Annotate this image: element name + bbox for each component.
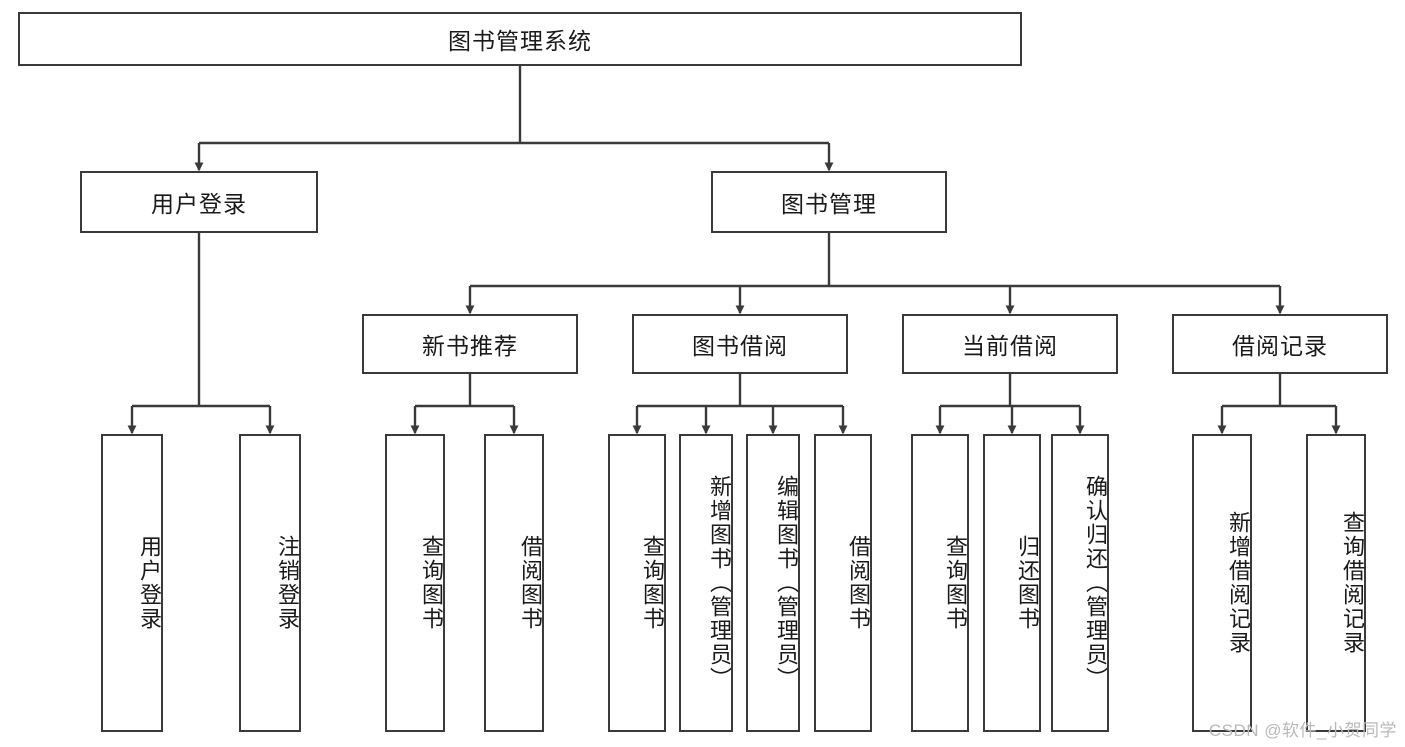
node-label: 新增借阅记录 (1226, 511, 1251, 655)
node-l-return[interactable]: 归还图书 (983, 434, 1041, 732)
node-label: 确认归还（管理员） (1083, 475, 1108, 691)
node-borrow[interactable]: 图书借阅 (632, 314, 848, 374)
node-current[interactable]: 当前借阅 (902, 314, 1118, 374)
node-label: 借阅记录 (1232, 333, 1328, 359)
node-l-bbook1[interactable]: 借阅图书 (484, 434, 544, 732)
node-l-bbook2[interactable]: 借阅图书 (814, 434, 872, 732)
node-bookmgmt[interactable]: 图书管理 (711, 171, 947, 233)
node-l-editbook[interactable]: 编辑图书（管理员） (746, 434, 800, 732)
watermark-label: CSDN @软件_小贺同学 (1208, 721, 1397, 740)
node-label: 注销登录 (275, 535, 300, 631)
node-label: 查询借阅记录 (1340, 511, 1365, 655)
node-l-qbook1[interactable]: 查询图书 (385, 434, 445, 732)
node-l-addbook[interactable]: 新增图书（管理员） (679, 434, 733, 732)
node-label: 新书推荐 (422, 333, 518, 359)
node-label: 用户登录 (137, 535, 162, 631)
node-label: 查询图书 (943, 535, 968, 631)
node-l-login[interactable]: 用户登录 (101, 434, 163, 732)
node-l-addrec[interactable]: 新增借阅记录 (1192, 434, 1252, 732)
node-label: 查询图书 (419, 535, 444, 631)
node-records[interactable]: 借阅记录 (1172, 314, 1388, 374)
node-label: 用户登录 (151, 191, 247, 217)
node-login[interactable]: 用户登录 (80, 171, 318, 233)
node-newbook[interactable]: 新书推荐 (362, 314, 578, 374)
node-label: 图书借阅 (692, 333, 788, 359)
node-label: 新增图书（管理员） (707, 475, 732, 691)
node-label: 编辑图书（管理员） (774, 475, 799, 691)
node-label: 查询图书 (640, 535, 665, 631)
node-label: 借阅图书 (518, 535, 543, 631)
node-root[interactable]: 图书管理系统 (18, 12, 1022, 66)
node-l-logout[interactable]: 注销登录 (239, 434, 301, 732)
node-label: 归还图书 (1015, 535, 1040, 631)
node-l-confirm[interactable]: 确认归还（管理员） (1051, 434, 1109, 732)
node-label: 借阅图书 (846, 535, 871, 631)
node-l-qbook2[interactable]: 查询图书 (608, 434, 666, 732)
node-l-qrec[interactable]: 查询借阅记录 (1306, 434, 1366, 732)
node-label: 图书管理系统 (448, 28, 592, 54)
node-label: 图书管理 (781, 191, 877, 217)
node-l-qbook3[interactable]: 查询图书 (911, 434, 969, 732)
node-label: 当前借阅 (962, 333, 1058, 359)
